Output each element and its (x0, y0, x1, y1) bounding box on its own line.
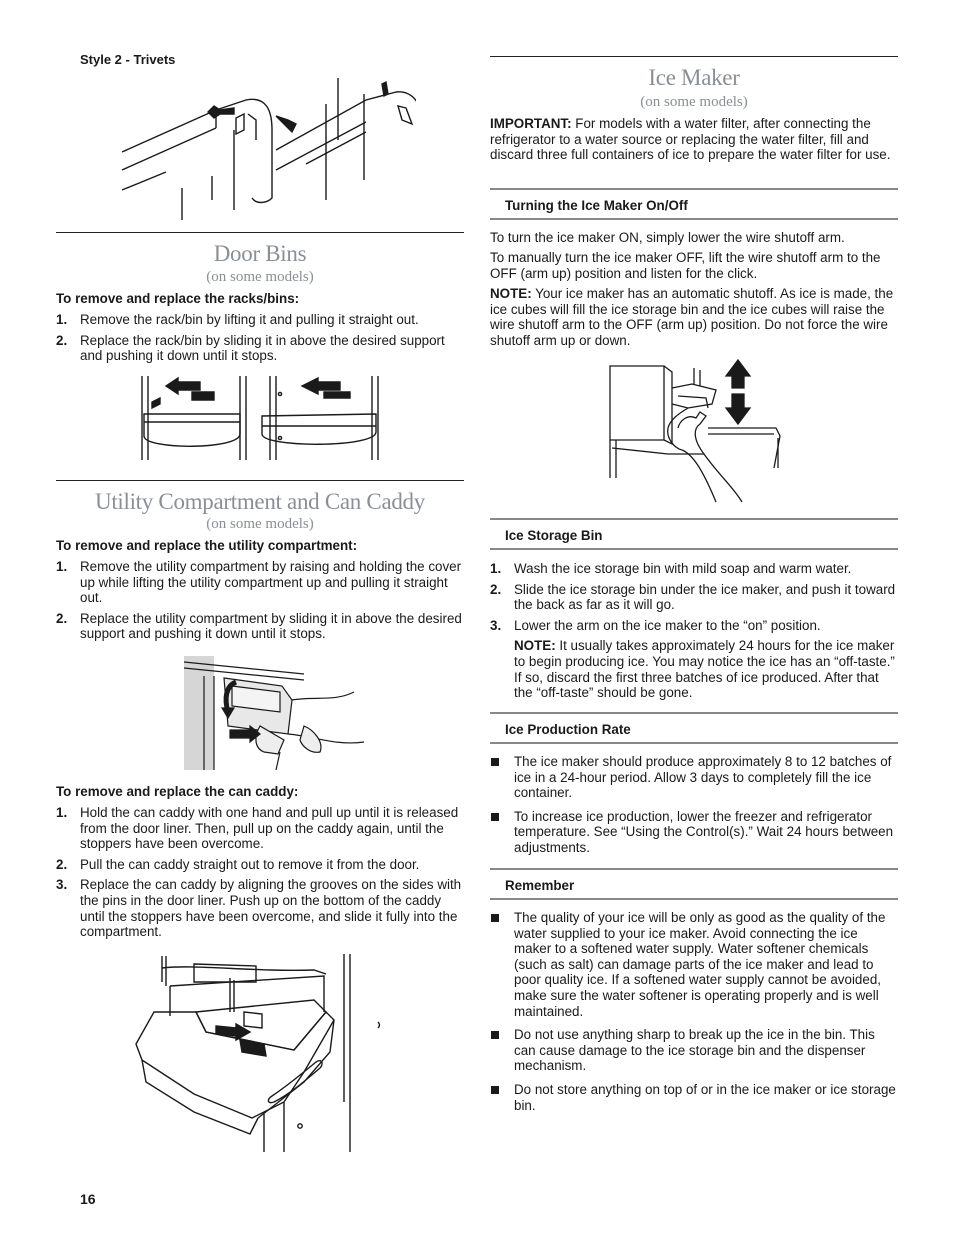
list-item: 1. Remove the rack/bin by lifting it and … (56, 312, 464, 328)
rate-heading: Ice Production Rate (505, 722, 631, 737)
trivets-illustration (116, 70, 416, 220)
storage-heading-block: Ice Storage Bin (490, 518, 898, 552)
onoff-p2: To manually turn the ice maker OFF, lift… (490, 250, 881, 281)
list-item: The ice maker should produce approximate… (490, 754, 898, 801)
bullet-square-icon (491, 914, 499, 922)
utility-lead: To remove and replace the utility compar… (56, 538, 358, 553)
step-number: 1. (490, 561, 502, 576)
onoff-p1: To turn the ice maker ON, simply lower t… (490, 230, 845, 245)
remember-bullets: The quality of your ice will be only as … (490, 910, 898, 1121)
list-item: 2. Pull the can caddy straight out to rem… (56, 857, 464, 873)
step-number: 2. (56, 332, 68, 348)
list-item: To increase ice production, lower the fr… (490, 809, 898, 856)
door-bins-lead: To remove and replace the racks/bins: (56, 291, 300, 306)
heading-rule-top (490, 712, 898, 714)
door-bins-title: Door Bins (213, 241, 307, 266)
caddy-lead: To remove and replace the can caddy: (56, 784, 299, 799)
onoff-note: NOTE: Your ice maker has an automatic sh… (490, 286, 898, 348)
important-label: IMPORTANT: (490, 116, 572, 131)
caddy-steps: 1. Hold the can caddy with one hand and p… (56, 805, 464, 945)
step-text: Remove the utility compartment by raisin… (80, 559, 462, 606)
ice-maker-illustration (608, 358, 784, 504)
ice-maker-divider (490, 56, 898, 57)
storage-heading: Ice Storage Bin (505, 528, 603, 543)
important-paragraph: IMPORTANT: For models with a water filte… (490, 116, 898, 163)
door-bins-divider (56, 232, 464, 233)
step-number: 3. (56, 877, 68, 893)
door-bins-steps: 1. Remove the rack/bin by lifting it and … (56, 312, 464, 369)
door-bins-subtitle: (on some models) (206, 269, 314, 285)
step-number: 2. (56, 610, 68, 626)
list-item: 2. Replace the rack/bin by sliding it in … (56, 333, 464, 364)
remember-heading: Remember (505, 878, 575, 893)
ice-maker-title: Ice Maker (648, 65, 740, 90)
step-text: Remove the rack/bin by lifting it and pu… (80, 312, 419, 327)
utility-subtitle: (on some models) (206, 516, 314, 532)
utility-compartment-illustration (184, 656, 394, 770)
note-label: NOTE: (490, 286, 532, 301)
step-text: Replace the utility compartment by slidi… (80, 610, 462, 642)
list-item: Do not store anything on top of or in th… (490, 1082, 898, 1113)
page-number: 16 (80, 1191, 96, 1207)
utility-steps: 1. Remove the utility compartment by rais… (56, 559, 464, 647)
bullet-square-icon (491, 1085, 499, 1094)
bullet-text: Do not use anything sharp to break up th… (514, 1027, 875, 1074)
note-text: It usually takes approximately 24 hours … (514, 638, 895, 701)
heading-rule-bottom (490, 218, 898, 220)
heading-rule-bottom (490, 898, 898, 900)
heading-rule-bottom (490, 742, 898, 744)
bullet-text: To increase ice production, lower the fr… (514, 808, 894, 855)
list-item: 3. Replace the can caddy by aligning the … (56, 877, 464, 939)
list-item: 1. Wash the ice storage bin with mild soa… (490, 561, 898, 577)
ice-maker-subtitle: (on some models) (640, 94, 748, 110)
utility-divider (56, 480, 464, 481)
utility-title: Utility Compartment and Can Caddy (95, 489, 425, 514)
step-number: 1. (56, 312, 68, 327)
list-item: 1. Remove the utility compartment by rais… (56, 559, 464, 606)
storage-note: NOTE: It usually takes approximately 24 … (514, 638, 898, 700)
heading-rule-top (490, 188, 898, 190)
heading-rule-top (490, 868, 898, 870)
door-bins-illustration (140, 374, 390, 462)
step-number: 1. (56, 805, 68, 820)
step-text: Slide the ice storage bin under the ice … (514, 581, 896, 613)
bullet-text: The ice maker should produce approximate… (514, 754, 892, 801)
note-label: NOTE: (514, 638, 556, 654)
bullet-square-icon (491, 812, 499, 821)
important-text: For models with a water filter, after co… (490, 116, 891, 163)
step-number: 2. (56, 856, 68, 872)
step-number: 3. (490, 617, 502, 633)
bullet-square-icon (491, 1031, 499, 1040)
step-text: Hold the can caddy with one hand and pul… (80, 805, 459, 852)
onoff-heading: Turning the Ice Maker On/Off (505, 198, 688, 213)
heading-rule-bottom (490, 548, 898, 550)
list-item: 1. Hold the can caddy with one hand and p… (56, 805, 464, 852)
list-item: 2. Replace the utility compartment by sli… (56, 611, 464, 642)
bullet-text: The quality of your ice will be only as … (514, 910, 886, 1019)
bullet-square-icon (491, 758, 499, 766)
list-item: Do not use anything sharp to break up th… (490, 1027, 898, 1074)
bullet-text: Do not store anything on top of or in th… (514, 1081, 896, 1113)
list-item: The quality of your ice will be only as … (490, 910, 898, 1019)
can-caddy-illustration (134, 952, 394, 1152)
note-text: Your ice maker has an automatic shutoff.… (490, 286, 894, 348)
step-text: Lower the arm on the ice maker to the “o… (514, 617, 821, 633)
storage-steps: 1. Wash the ice storage bin with mild soa… (490, 561, 898, 706)
heading-rule-top (490, 518, 898, 520)
step-text: Pull the can caddy straight out to remov… (80, 856, 420, 872)
list-item: 3. Lower the arm on the ice maker to the … (490, 618, 898, 701)
step-text: Replace the rack/bin by sliding it in ab… (80, 332, 445, 364)
rate-heading-block: Ice Production Rate (490, 712, 898, 746)
remember-heading-block: Remember (490, 868, 898, 902)
step-number: 2. (490, 581, 502, 597)
onoff-heading-block: Turning the Ice Maker On/Off (490, 188, 898, 222)
step-number: 1. (56, 559, 68, 574)
step-text: Wash the ice storage bin with mild soap … (514, 561, 852, 576)
step-text: Replace the can caddy by aligning the gr… (80, 877, 462, 940)
trivets-caption: Style 2 - Trivets (80, 52, 176, 67)
list-item: 2. Slide the ice storage bin under the ic… (490, 582, 898, 613)
rate-bullets: The ice maker should produce approximate… (490, 754, 898, 864)
